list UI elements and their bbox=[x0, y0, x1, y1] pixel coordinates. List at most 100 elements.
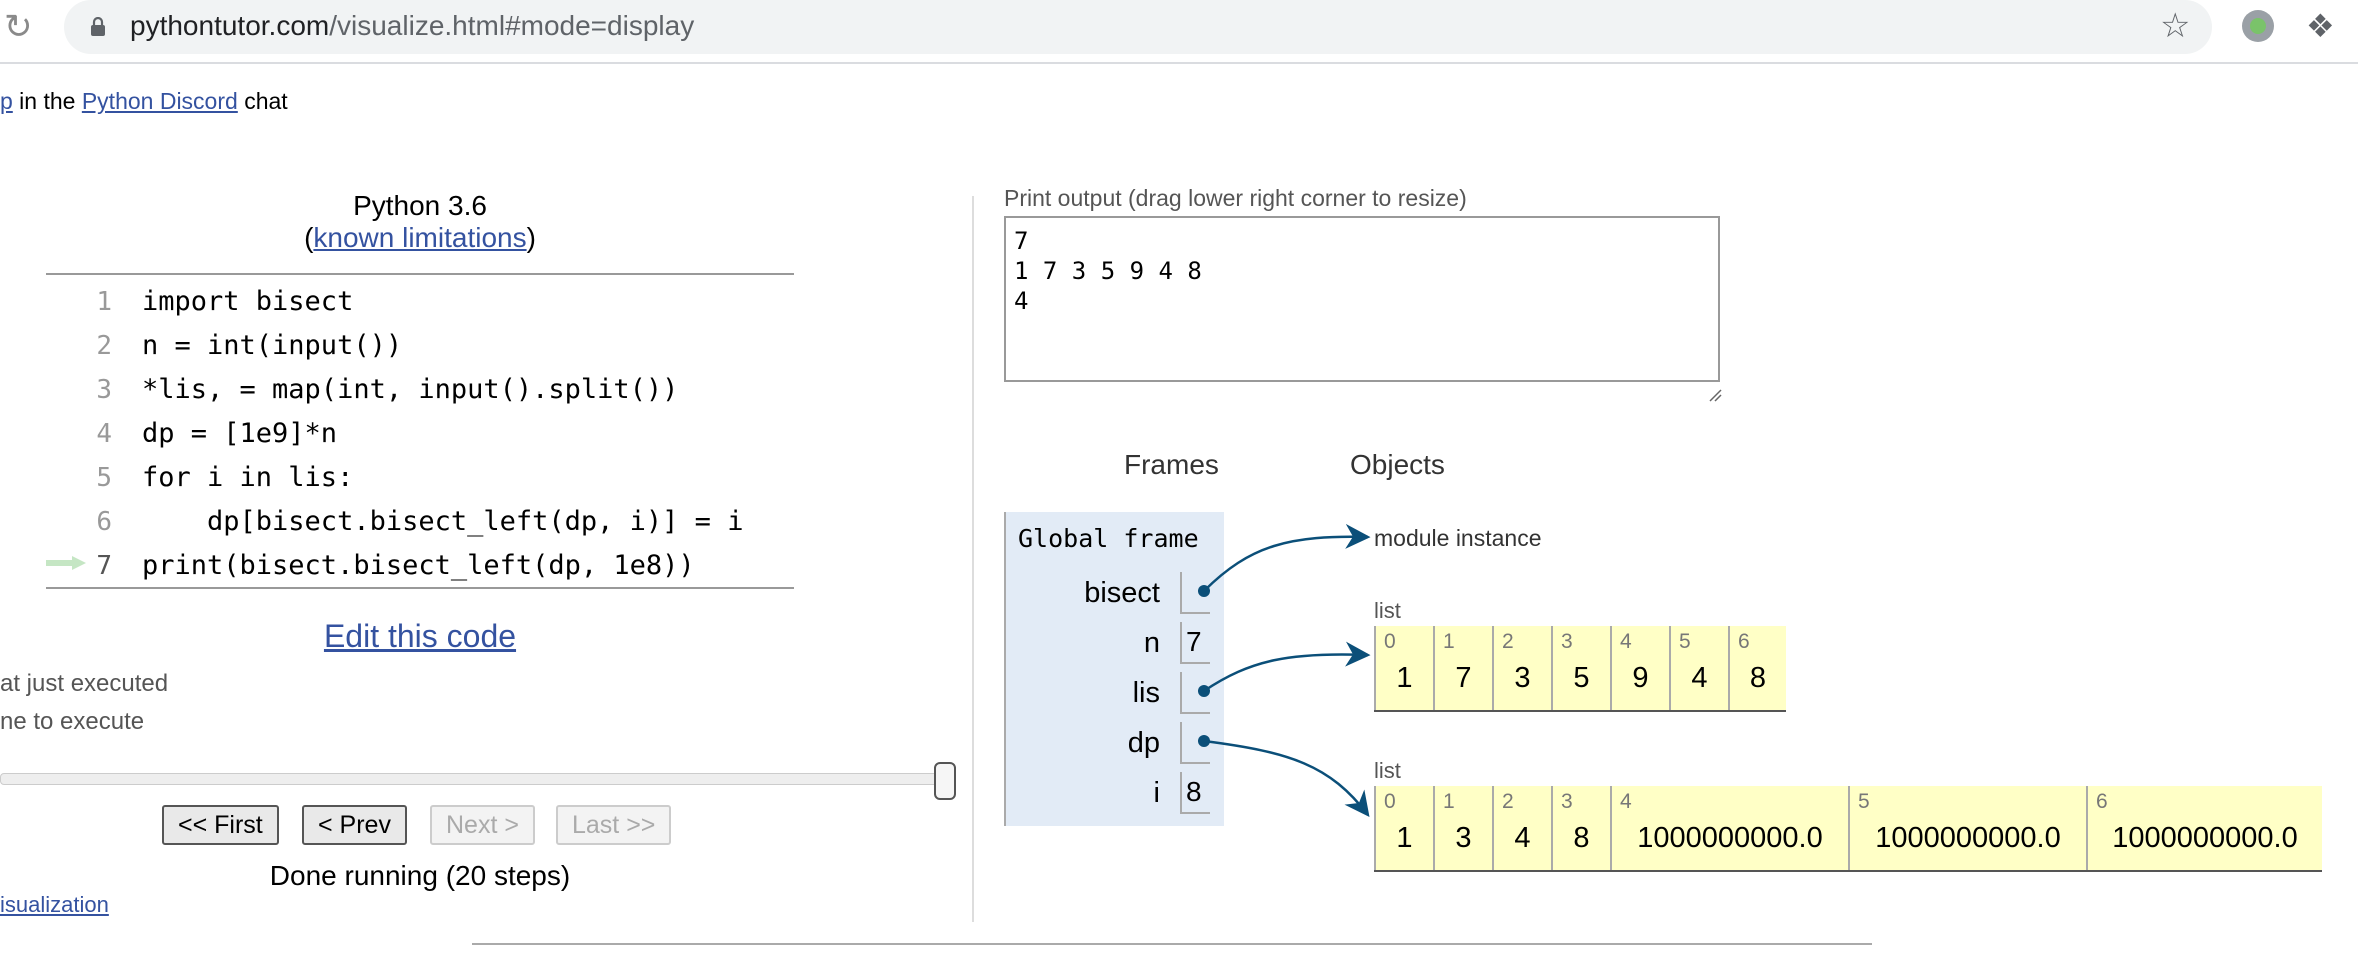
url-path: /visualize.html#mode=display bbox=[329, 10, 695, 41]
resize-grip-icon[interactable] bbox=[1706, 386, 1722, 402]
cell-index: 5 bbox=[1679, 630, 1691, 653]
var-name-dp: dp bbox=[1127, 727, 1160, 759]
help-link-fragment[interactable]: p bbox=[0, 88, 13, 114]
cell-value: 3 bbox=[1514, 662, 1531, 694]
cell-value: 8 bbox=[1749, 662, 1767, 694]
paren-close: ) bbox=[526, 222, 536, 253]
url-host: pythontutor.com bbox=[130, 10, 330, 41]
first-button[interactable]: << First bbox=[162, 805, 279, 845]
cell-index: 4 bbox=[1620, 630, 1632, 653]
last-button[interactable]: Last >> bbox=[556, 805, 672, 845]
python-discord-link[interactable]: Python Discord bbox=[81, 88, 238, 114]
code-top-rule bbox=[46, 273, 794, 275]
pointer-dot-bisect bbox=[1198, 585, 1210, 597]
pointer-dot-dp bbox=[1198, 735, 1210, 747]
line-number[interactable]: 6 bbox=[96, 507, 112, 537]
line-number[interactable]: 7 bbox=[96, 551, 112, 581]
cell-index: 0 bbox=[1384, 630, 1396, 653]
cell-value: 1000000000.0 bbox=[1875, 822, 2061, 854]
objects-header: Objects bbox=[1350, 449, 1445, 480]
cell-index: 1 bbox=[1443, 790, 1455, 813]
cell-value: 5 bbox=[1573, 662, 1590, 694]
notice-text: in the bbox=[12, 88, 82, 114]
cell-value: 1 bbox=[1396, 662, 1413, 694]
code-line: 4 dp = [1e9]*n bbox=[46, 412, 794, 456]
known-limitations-link[interactable]: known limitations bbox=[313, 222, 527, 253]
cell-value: 1 bbox=[1396, 822, 1413, 854]
line-code: dp = [1e9]*n bbox=[142, 418, 338, 449]
extensions-puzzle-icon[interactable]: ❖ bbox=[2306, 8, 2335, 44]
current-line-arrow-icon bbox=[46, 556, 86, 570]
cell-value: 1000000000.0 bbox=[2112, 822, 2298, 854]
line-number[interactable]: 3 bbox=[96, 375, 112, 405]
next-button[interactable]: Next > bbox=[430, 805, 535, 845]
edit-code-link[interactable]: Edit this code bbox=[323, 618, 517, 654]
print-output-label: Print output (drag lower right corner to… bbox=[1004, 185, 1467, 211]
code-bottom-rule bbox=[46, 587, 794, 589]
cell-value: 7 bbox=[1455, 662, 1472, 694]
bookmark-star-icon[interactable]: ☆ bbox=[2160, 7, 2191, 45]
print-output-box[interactable]: 7 1 7 3 5 9 4 8 4 bbox=[1004, 216, 1720, 382]
visualization-link[interactable]: isualization bbox=[0, 892, 109, 917]
line-number[interactable]: 1 bbox=[96, 287, 112, 317]
line-code: dp[bisect.bisect_left(dp, i)] = i bbox=[142, 506, 744, 537]
arrow-bisect-to-module bbox=[1203, 523, 1371, 592]
cell-index: 3 bbox=[1561, 630, 1573, 653]
cell-index: 4 bbox=[1620, 790, 1632, 813]
panel-divider bbox=[972, 196, 974, 922]
var-value-i: 8 bbox=[1180, 772, 1210, 814]
line-code: *lis, = map(int, input().split()) bbox=[142, 374, 679, 405]
var-name-lis: lis bbox=[1132, 677, 1160, 709]
var-value-n: 7 bbox=[1180, 622, 1210, 664]
paren-open: ( bbox=[304, 222, 314, 253]
cell-index: 6 bbox=[2096, 790, 2108, 813]
cell-value: 4 bbox=[1691, 662, 1708, 694]
cell-index: 6 bbox=[1738, 630, 1750, 653]
code-line-current: 7 print(bisect.bisect_left(dp, 1e8)) bbox=[46, 544, 794, 588]
bottom-rule bbox=[472, 943, 1872, 945]
prev-button[interactable]: < Prev bbox=[302, 805, 407, 845]
legend-next-to-execute: ne to execute bbox=[0, 708, 145, 735]
cell-value: 9 bbox=[1632, 662, 1649, 694]
cell-value: 1000000000.0 bbox=[1637, 822, 1823, 854]
code-line: 6 dp[bisect.bisect_left(dp, i)] = i bbox=[46, 500, 794, 544]
line-number[interactable]: 2 bbox=[96, 331, 112, 361]
address-bar[interactable] bbox=[64, 0, 2212, 54]
legend-just-executed: at just executed bbox=[0, 670, 169, 697]
limitations-line: (known limitations) bbox=[200, 222, 640, 254]
line-number[interactable]: 5 bbox=[96, 463, 112, 493]
line-number[interactable]: 4 bbox=[96, 419, 112, 449]
lock-icon bbox=[91, 17, 105, 36]
url-text[interactable]: pythontutor.com/visualize.html#mode=disp… bbox=[130, 8, 694, 44]
line-code: print(bisect.bisect_left(dp, 1e8)) bbox=[142, 550, 695, 581]
code-line: 3 *lis, = map(int, input().split()) bbox=[46, 368, 794, 412]
cell-index: 0 bbox=[1384, 790, 1396, 813]
cell-index: 5 bbox=[1858, 790, 1870, 813]
var-name-i: i bbox=[1153, 777, 1160, 809]
step-slider-handle[interactable] bbox=[934, 762, 956, 800]
module-instance-label: module instance bbox=[1374, 525, 1542, 551]
reload-icon[interactable]: ↻ bbox=[4, 8, 33, 46]
lis-list-label: list bbox=[1374, 598, 1401, 623]
line-code: import bisect bbox=[142, 286, 354, 317]
frame-title: Global frame bbox=[1018, 524, 1199, 553]
discord-notice: p in the Python Discord chat bbox=[0, 86, 288, 116]
cell-index: 2 bbox=[1502, 790, 1514, 813]
global-frame bbox=[1004, 512, 1224, 826]
step-slider-track[interactable] bbox=[0, 773, 942, 785]
